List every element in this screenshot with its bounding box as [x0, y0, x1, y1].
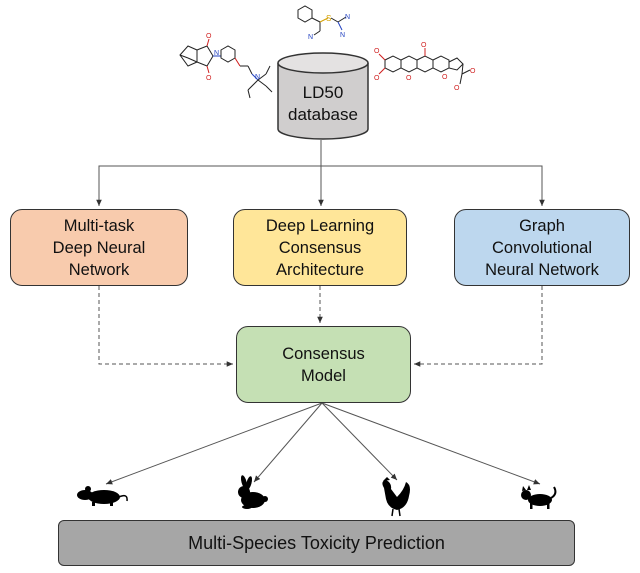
box-label-line: Deep Neural [52, 238, 146, 257]
consensus-model-box: Consensus Model [236, 326, 411, 403]
graph-cnn-box: Graph Convolutional Neural Network [454, 209, 630, 286]
database-label-line: LD50 [302, 83, 344, 102]
rooster-icon [382, 477, 410, 517]
cat-icon [521, 485, 557, 509]
box-label-line: Neural Network [485, 260, 599, 279]
svg-text:O: O [454, 85, 460, 92]
molecule-left-icon: O O N N [179, 33, 273, 99]
database-label-line: database [288, 105, 358, 124]
box-label-line: Network [68, 260, 130, 279]
svg-text:O: O [206, 75, 212, 82]
database-cylinder [277, 52, 369, 140]
box-label-line: Graph [519, 216, 565, 235]
multitask-dnn-box: Multi-task Deep Neural Network [10, 209, 188, 286]
svg-text:O: O [374, 75, 380, 82]
svg-text:O: O [374, 48, 380, 55]
prediction-label: Multi-Species Toxicity Prediction [188, 532, 445, 553]
rat-icon [77, 486, 128, 506]
box-label-line: Deep Learning [265, 216, 375, 235]
database-connectors [96, 140, 545, 206]
molecule-top-icon: S N N N [297, 5, 350, 41]
molecule-right-icon: O O O O O O O [374, 42, 476, 92]
svg-text:N: N [255, 74, 260, 81]
svg-text:O: O [406, 75, 412, 82]
svg-text:O: O [442, 74, 448, 81]
svg-text:N: N [345, 14, 350, 21]
deep-learning-consensus-box: Deep Learning Consensus Architecture [233, 209, 407, 286]
svg-text:S: S [326, 14, 331, 23]
species-connectors [105, 402, 541, 485]
box-label-line: Consensus [282, 344, 365, 363]
svg-text:N: N [340, 32, 345, 39]
svg-text:N: N [214, 50, 219, 57]
box-label-line: Multi-task [63, 216, 135, 235]
prediction-bar: Multi-Species Toxicity Prediction [58, 520, 575, 566]
database-label: LD50 database [278, 82, 368, 126]
svg-text:O: O [206, 33, 212, 40]
model-connectors [98, 286, 543, 367]
box-label-line: Model [301, 366, 346, 385]
svg-text:O: O [421, 42, 427, 49]
box-label-line: Architecture [275, 260, 365, 279]
box-label-line: Convolutional [492, 238, 592, 257]
rabbit-icon [238, 475, 268, 509]
svg-text:N: N [308, 34, 313, 41]
box-label-line: Consensus [278, 238, 362, 257]
svg-text:O: O [470, 68, 476, 75]
